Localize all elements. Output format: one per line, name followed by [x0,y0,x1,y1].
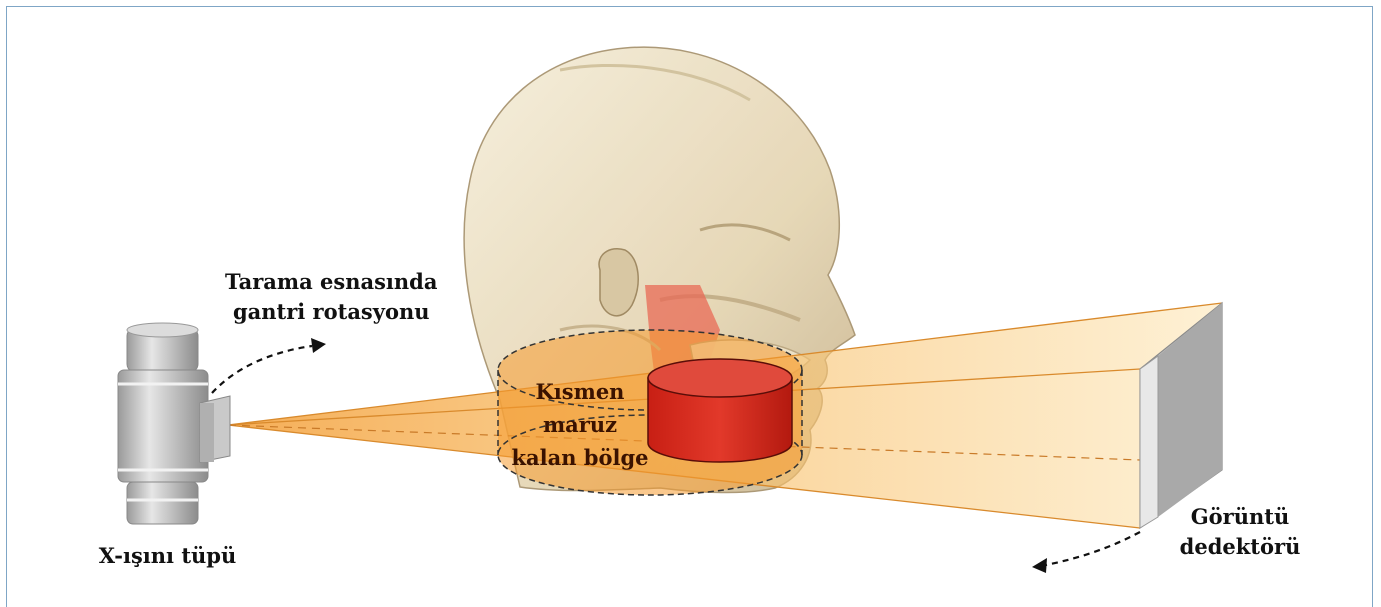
x-ray-tube-icon [118,323,230,524]
detector-label-line2: dedektörü [1170,532,1310,562]
tube-label: X-ışını tüpü [95,541,240,571]
region-label-line3: kalan bölge [505,441,655,474]
tube-label-text: X-ışını tüpü [95,541,240,571]
region-label-line2: maruz [505,408,655,441]
gantry-rotation-label: Tarama esnasında gantri rotasyonu [225,267,437,327]
detector-label: Görüntü dedektörü [1170,502,1310,562]
gantry-label-line1: Tarama esnasında [225,267,437,297]
detector-label-line1: Görüntü [1170,502,1310,532]
exposed-region-label: Kısmen maruz kalan bölge [505,375,655,474]
gantry-label-line2: gantri rotasyonu [225,297,437,327]
region-label-line1: Kısmen [505,375,655,408]
exposed-region-cylinder-icon [648,359,792,462]
